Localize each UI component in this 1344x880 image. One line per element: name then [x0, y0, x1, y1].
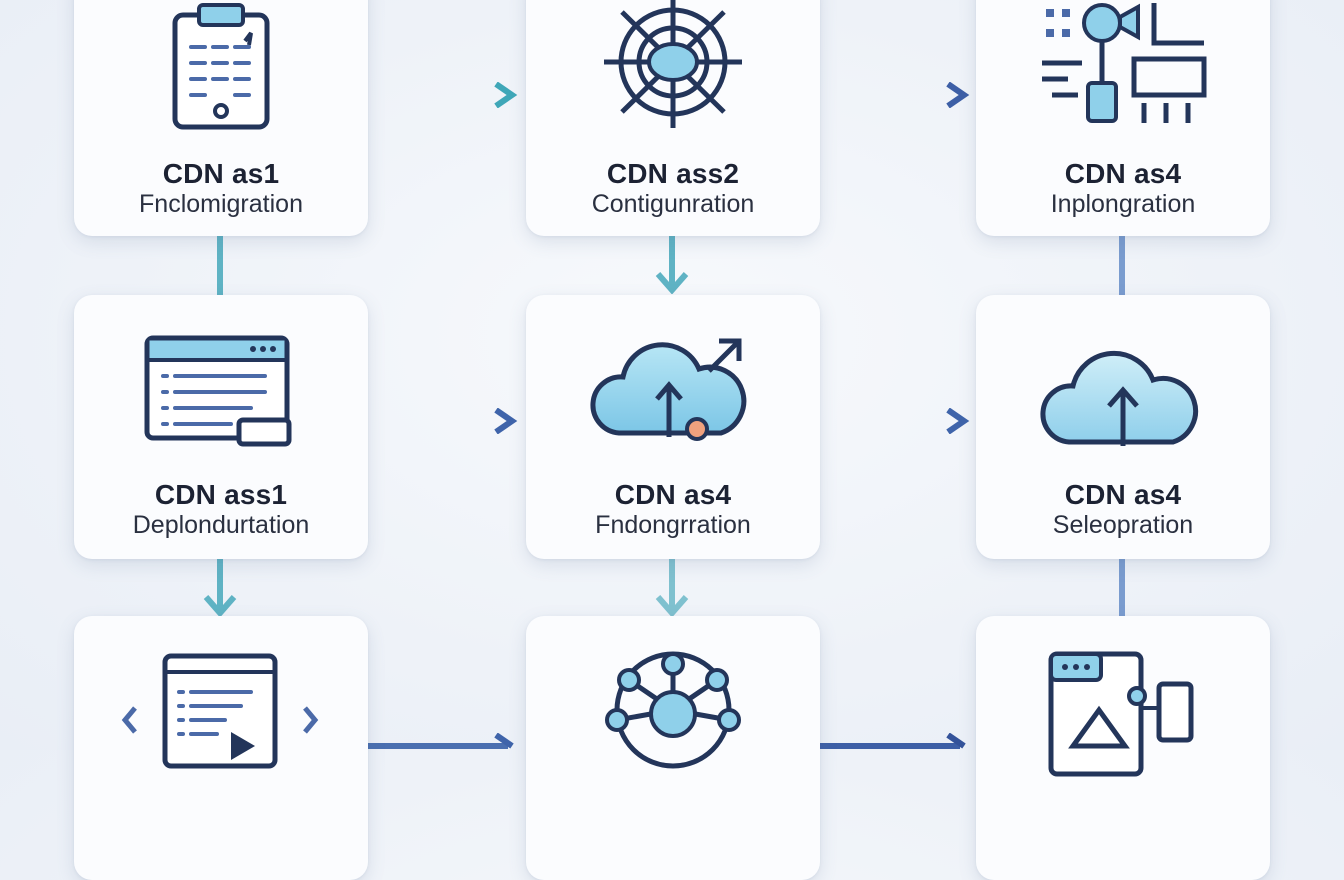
- node-subtitle: Seleopration: [1052, 511, 1194, 539]
- device-shapes-icon: [976, 650, 1270, 777]
- code-window-icon: [74, 648, 368, 769]
- node-card-r3c3[interactable]: [976, 616, 1270, 880]
- edge-r1c1-r1c2: [368, 82, 528, 108]
- edge-r1c2-r1c3: [820, 82, 980, 108]
- node-card-r3c2[interactable]: [526, 616, 820, 880]
- node-title: CDN as4: [1064, 158, 1182, 189]
- network-hub-icon: [526, 650, 820, 769]
- edge-r3c2-r3c3: [820, 733, 980, 750]
- edge-r2c1-r3c1: [200, 559, 240, 617]
- node-card-r2c1[interactable]: CDN ass1 Deplondurtation: [74, 295, 368, 559]
- node-card-r1c1[interactable]: CDN as1 Fnclomigration: [74, 0, 368, 236]
- edge-r2c2-r2c3: [820, 408, 980, 434]
- node-card-r1c2[interactable]: CDN ass2 Contigunration: [526, 0, 820, 236]
- node-title: CDN as1: [162, 158, 280, 189]
- clipboard-calendar-icon: [74, 0, 368, 136]
- network-web-icon: [526, 0, 820, 132]
- node-subtitle: Contigunration: [591, 190, 755, 218]
- edge-r2c3-r3c3: [1116, 559, 1128, 617]
- node-subtitle: Fnclomigration: [139, 190, 303, 218]
- node-card-r2c2[interactable]: CDN as4 Fndongrration: [526, 295, 820, 559]
- edge-r2c1-r2c2: [368, 408, 528, 434]
- edge-r1c2-r2c2: [652, 236, 692, 294]
- node-card-r2c3[interactable]: CDN as4 Seleopration: [976, 295, 1270, 559]
- node-subtitle: Deplondurtation: [132, 511, 310, 539]
- edge-r2c2-r3c2: [652, 559, 692, 617]
- node-subtitle: Inplongration: [1050, 190, 1196, 218]
- node-title: CDN as4: [614, 479, 732, 510]
- circuit-board-icon: [976, 0, 1270, 134]
- node-subtitle: Fndongrration: [595, 511, 751, 539]
- node-card-r3c1[interactable]: [74, 616, 368, 880]
- edge-r3c1-r3c2: [368, 733, 528, 750]
- flow-diagram: CDN as1 Fnclomigration CDN ass2 Contigun…: [74, 0, 1270, 777]
- edge-r1c3-r2c3: [1116, 236, 1128, 296]
- node-title: CDN as4: [1064, 479, 1182, 510]
- edge-r1c1-r2c1: [214, 236, 226, 296]
- browser-window-icon: [74, 325, 368, 455]
- node-title: CDN ass2: [606, 158, 740, 189]
- node-title: CDN ass1: [154, 479, 288, 510]
- cloud-upload-icon: [976, 325, 1270, 455]
- node-card-r1c3[interactable]: CDN as4 Inplongration: [976, 0, 1270, 236]
- cloud-upload-arrow-icon: [526, 325, 820, 455]
